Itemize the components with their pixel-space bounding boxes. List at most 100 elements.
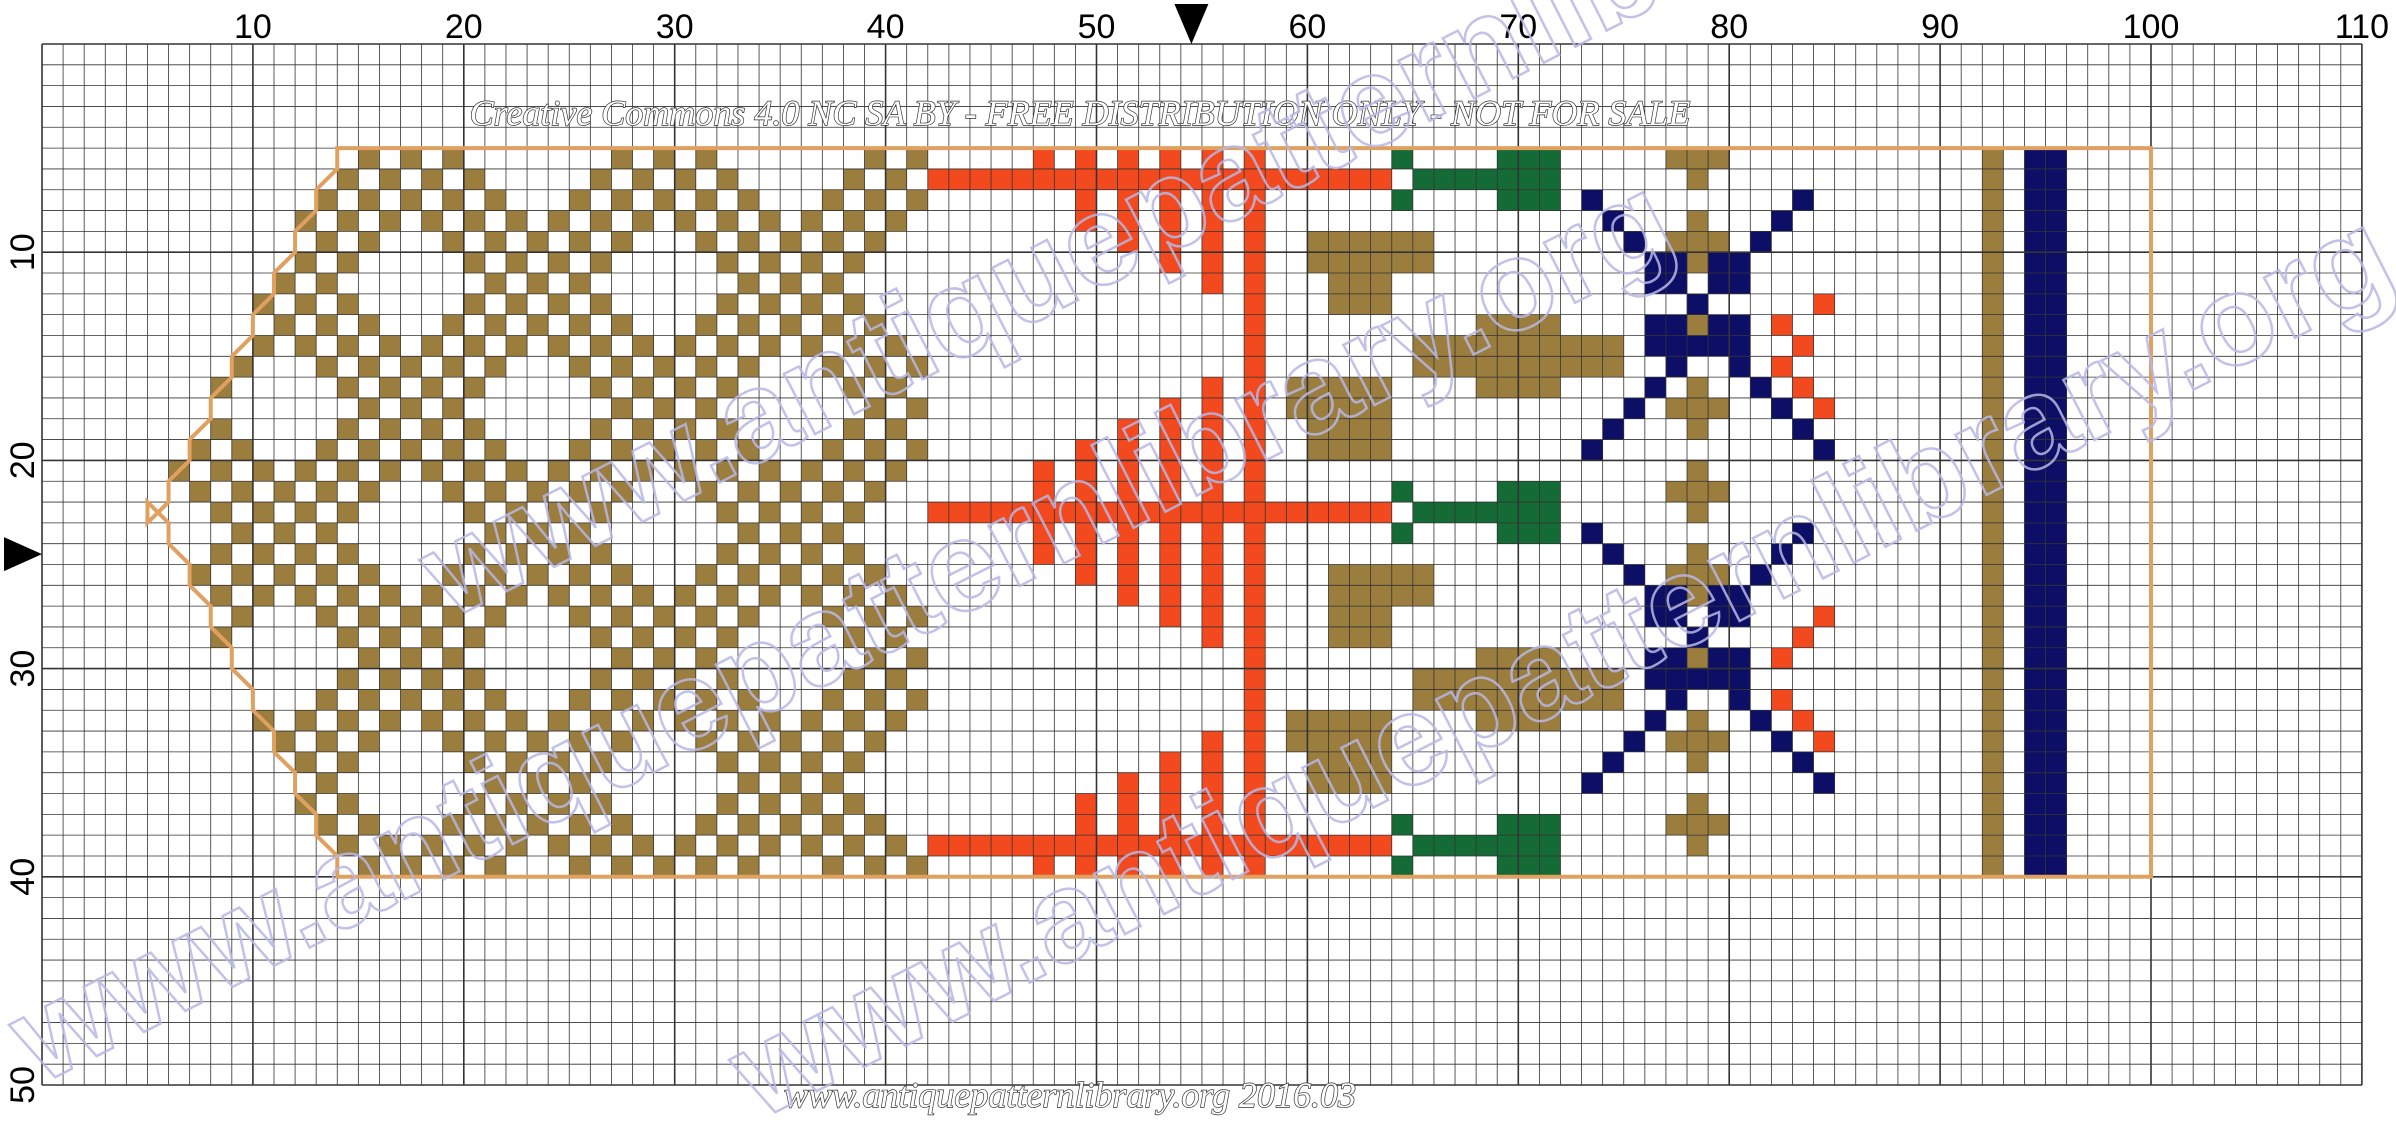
stitch-cell: [1497, 855, 1519, 877]
stitch-cell: [695, 231, 717, 253]
stitch-cell: [1286, 835, 1308, 856]
stitch-cell: [1096, 168, 1118, 190]
stitch-cell: [1644, 710, 1666, 732]
stitch-cell: [1075, 502, 1097, 523]
stitch-cell: [442, 855, 464, 877]
stitch-cell: [759, 543, 781, 565]
stitch-cell: [611, 647, 633, 669]
stitch-cell: [548, 293, 570, 315]
stitch-cell: [316, 189, 338, 211]
stitch-cell: [653, 606, 675, 627]
stitch-cell: [1349, 835, 1371, 856]
stitch-cell: [2045, 148, 2067, 169]
stitch-cell: [505, 293, 528, 315]
stitch-cell: [1096, 502, 1118, 523]
stitch-cell: [1328, 273, 1350, 294]
stitch-cell: [1328, 502, 1350, 523]
stitch-cell: [1982, 835, 2004, 856]
stitch-cell: [231, 522, 253, 544]
stitch-cell: [1244, 522, 1266, 544]
stitch-cell: [1644, 335, 1666, 357]
stitch-cell: [1687, 668, 1709, 690]
stitch-cell: [590, 585, 612, 607]
stitch-cell: [2024, 252, 2046, 274]
stitch-cell: [1708, 606, 1730, 627]
stitch-cell: [2024, 564, 2046, 586]
stitch-cell: [1497, 668, 1519, 690]
stitch-cell: [1687, 751, 1709, 773]
stitch-cell: [1159, 481, 1181, 503]
stitch-cell: [273, 273, 296, 294]
stitch-cell: [1687, 252, 1709, 274]
stitch-cell: [569, 356, 591, 378]
stitch-cell: [1159, 231, 1181, 253]
stitch-cell: [1180, 835, 1202, 856]
stitch-cell: [379, 585, 401, 607]
stitch-cell: [231, 606, 253, 627]
stitch-cell: [316, 273, 338, 294]
stitch-cell: [1244, 564, 1266, 586]
stitch-cell: [801, 585, 823, 607]
stitch-cell: [1665, 273, 1688, 294]
stitch-cell: [1286, 397, 1308, 419]
stitch-cell: [252, 460, 274, 482]
stitch-cell: [1159, 210, 1181, 232]
stitch-cell: [1370, 626, 1392, 648]
stitch-cell: [1223, 835, 1245, 856]
stitch-cell: [484, 439, 506, 461]
stitch-cell: [2045, 481, 2067, 503]
stitch-cell: [2024, 502, 2046, 523]
stitch-cell: [653, 647, 675, 669]
stitch-cell: [1328, 564, 1350, 586]
stitch-cell: [505, 210, 528, 232]
stitch-cell: [1033, 148, 1055, 169]
stitch-cell: [611, 189, 633, 211]
stitch-cell: [1370, 231, 1392, 253]
stitch-cell: [463, 210, 485, 232]
stitch-cell: [1750, 377, 1772, 398]
stitch-cell: [864, 314, 886, 336]
stitch-cell: [1455, 668, 1477, 690]
column-number: 20: [445, 8, 483, 46]
license-notice: Creative Commons 4.0 NC SA BY - FREE DIS…: [470, 93, 1691, 133]
stitch-cell: [843, 668, 865, 690]
stitch-cell: [864, 814, 886, 836]
stitch-cell: [737, 606, 760, 627]
stitch-cell: [358, 855, 380, 877]
stitch-cell: [1708, 231, 1730, 253]
stitch-cell: [1687, 710, 1709, 732]
stitch-cell: [1117, 210, 1139, 232]
stitch-cell: [1349, 397, 1371, 419]
stitch-cell: [1370, 606, 1392, 627]
stitch-cell: [1729, 314, 1751, 336]
stitch-cell: [632, 460, 654, 482]
stitch-cell: [1665, 231, 1688, 253]
stitch-cell: [1476, 835, 1498, 856]
stitch-cell: [1665, 481, 1688, 503]
stitch-cell: [1539, 314, 1561, 336]
stitch-cell: [1244, 855, 1266, 877]
stitch-cell: [1708, 273, 1730, 294]
stitch-cell: [1159, 168, 1181, 190]
stitch-cell: [632, 377, 654, 398]
stitch-cell: [1708, 647, 1730, 669]
stitch-cell: [548, 502, 570, 523]
stitch-cell: [1581, 189, 1603, 211]
stitch-cell: [759, 252, 781, 274]
stitch-cell: [1391, 189, 1413, 211]
stitch-cell: [442, 439, 464, 461]
stitch-cell: [442, 647, 464, 669]
stitch-cell: [843, 585, 865, 607]
stitch-cell: [527, 481, 549, 503]
stitch-cell: [885, 585, 907, 607]
stitch-cell: [548, 460, 570, 482]
stitch-cell: [843, 751, 865, 773]
stitch-cell: [822, 564, 844, 586]
stitch-cell: [1813, 439, 1835, 461]
stitch-cell: [2045, 585, 2067, 607]
stitch-cell: [337, 502, 359, 523]
stitch-cell: [484, 731, 506, 752]
stitch-cell: [1349, 273, 1371, 294]
stitch-cell: [695, 814, 717, 836]
stitch-cell: [1623, 564, 1645, 586]
